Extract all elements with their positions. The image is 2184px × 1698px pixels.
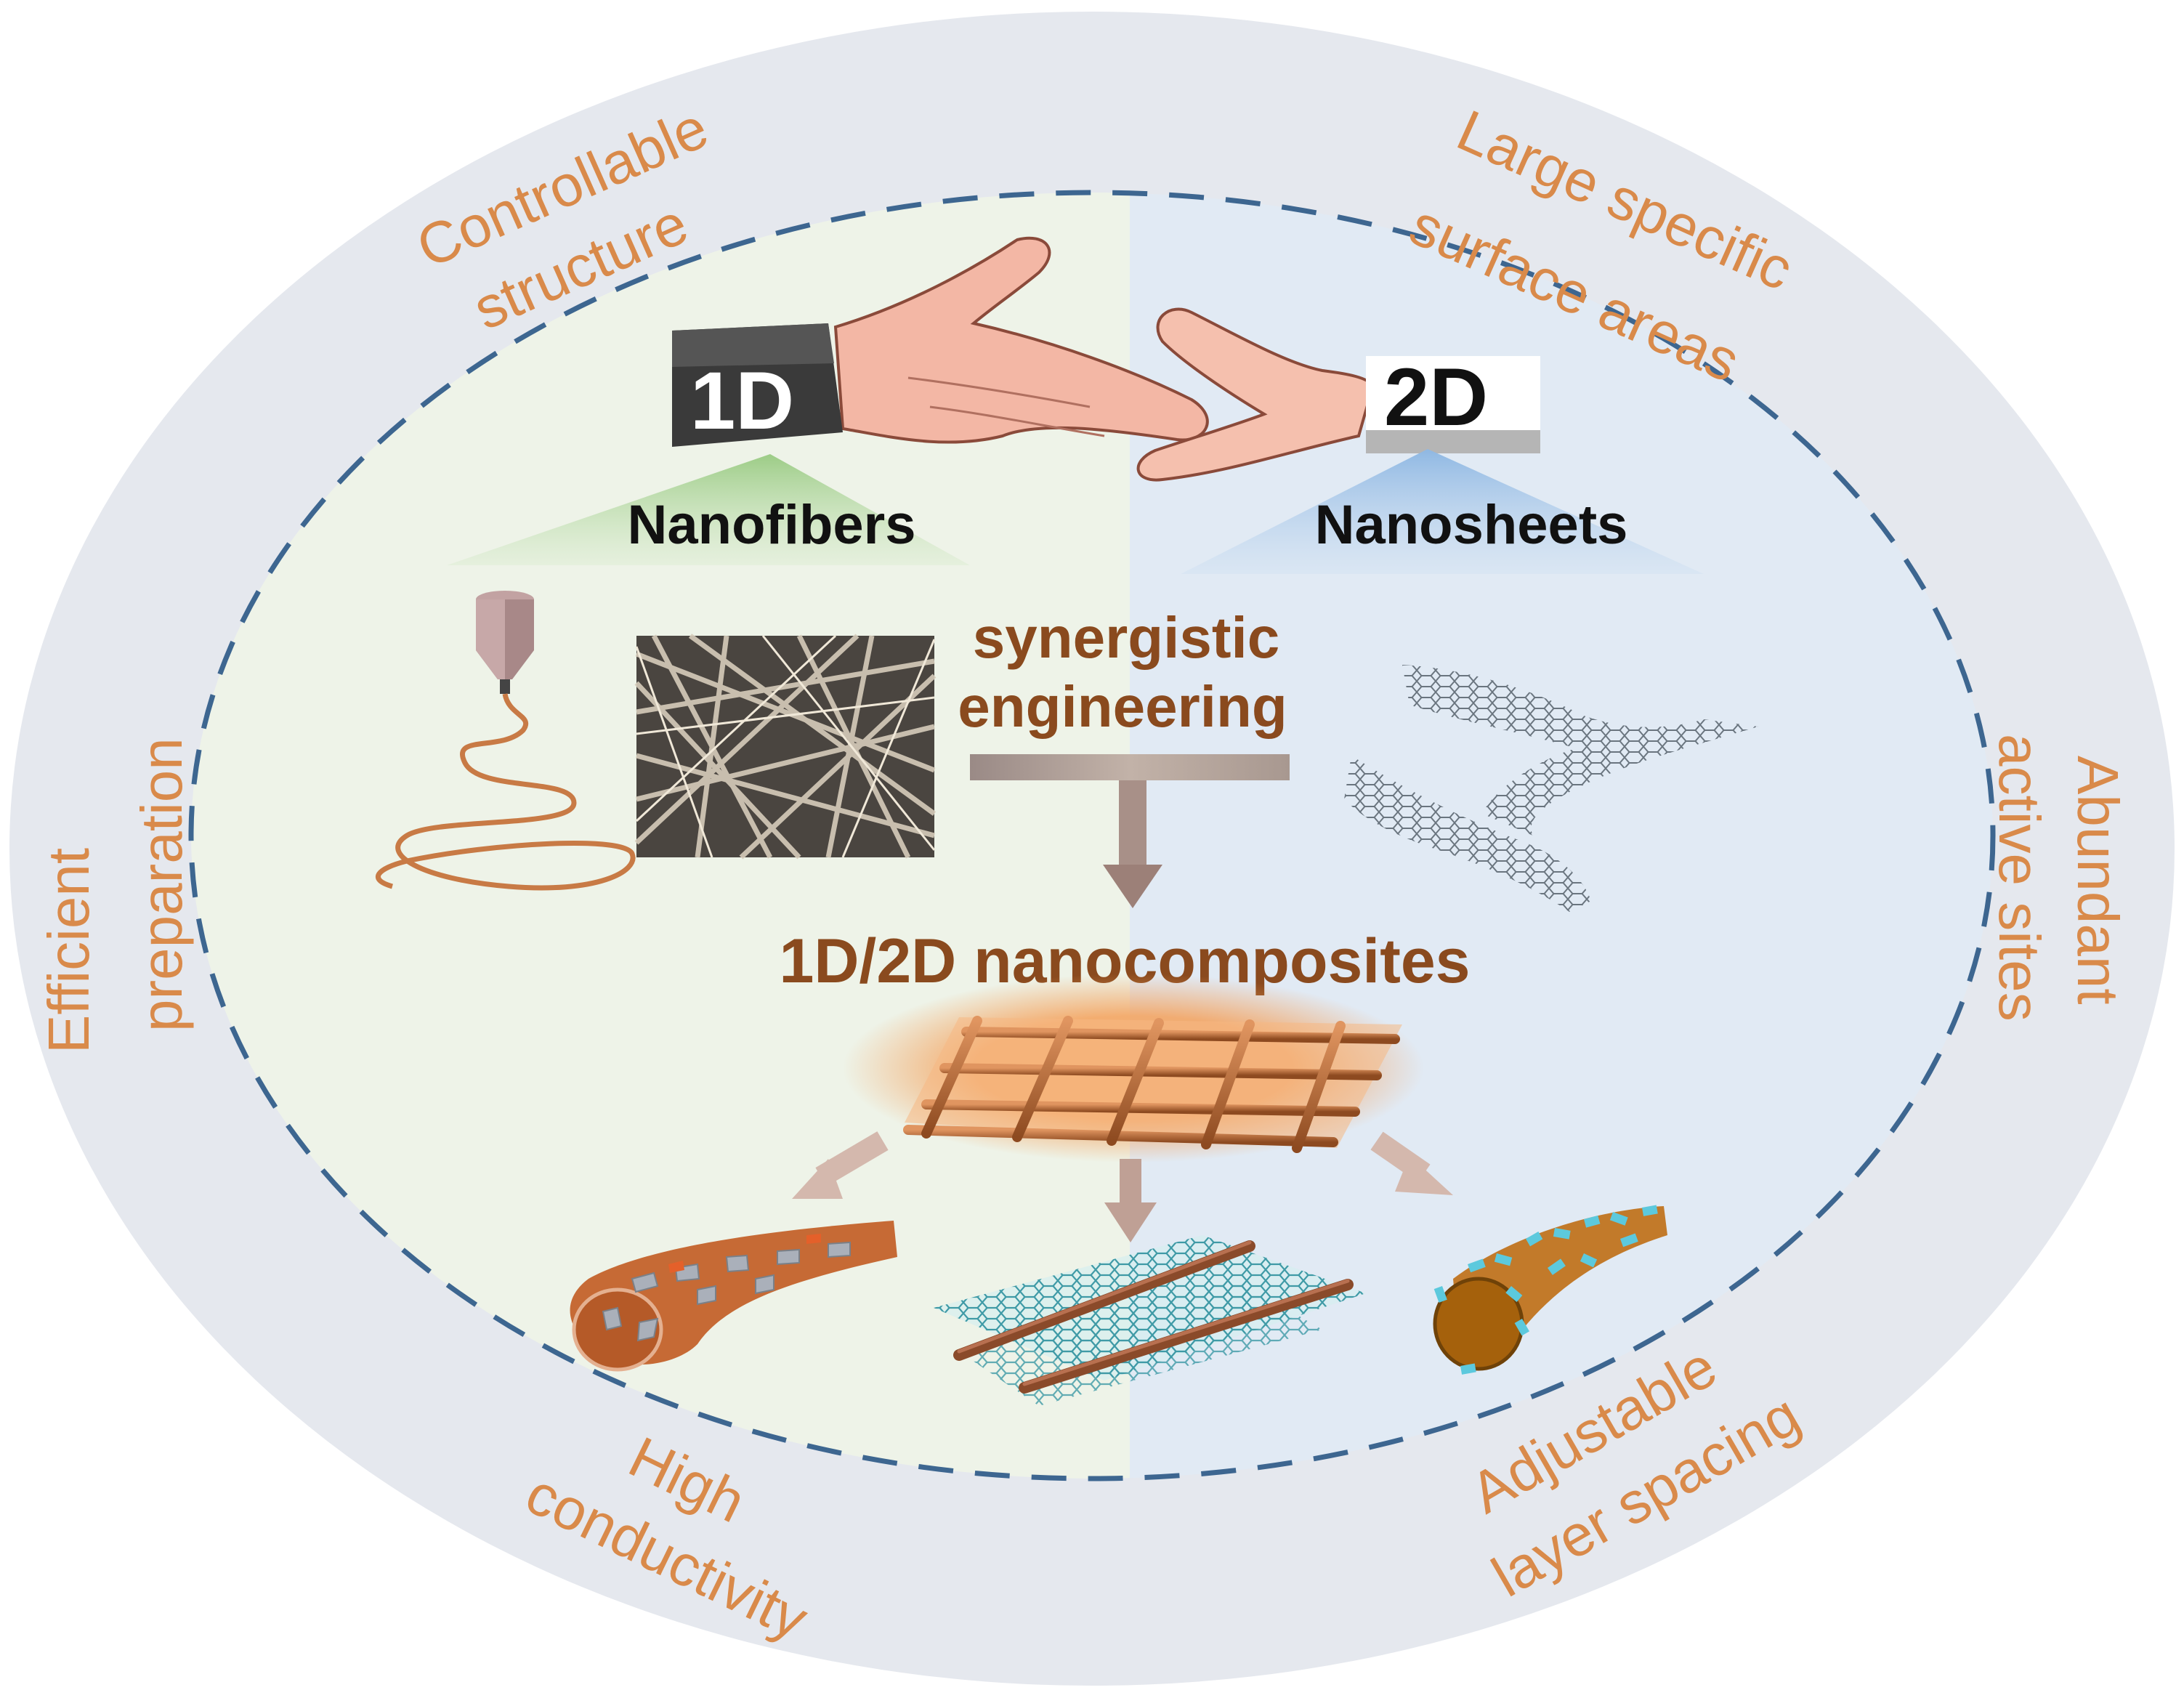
fiber-grid-icon xyxy=(843,974,1424,1163)
arrow-center xyxy=(1104,1159,1157,1242)
label-efficient-2: preparation xyxy=(129,737,194,1032)
label-abundant-1: Abundant xyxy=(2066,756,2130,1005)
label-efficient-1: Efficient xyxy=(36,848,101,1054)
coated-fiber-icon xyxy=(1433,1205,1667,1375)
nanofibers-triangle xyxy=(447,454,970,565)
graphene-sheet-icon xyxy=(1344,665,1758,912)
merge-arrow xyxy=(970,754,1290,908)
synergistic-label: synergistic xyxy=(973,605,1279,670)
nanosheets-label: Nanosheets xyxy=(1315,494,1628,556)
electrospinning-nozzle-icon xyxy=(376,591,636,891)
handshake-icon xyxy=(672,236,1540,482)
nanosheets-triangle xyxy=(1181,449,1704,574)
label-abundant-2: active sites xyxy=(1987,734,2052,1022)
nanofibers-label: Nanofibers xyxy=(628,494,916,556)
arrow-left xyxy=(792,1131,889,1199)
arrow-right xyxy=(1370,1131,1453,1195)
fibers-on-sheet-icon xyxy=(934,1235,1366,1406)
dashed-boundary xyxy=(188,190,1996,1481)
engineering-label: engineering xyxy=(958,674,1287,739)
embedded-fiber-icon xyxy=(570,1221,897,1372)
fiber-mat-icon xyxy=(634,634,937,860)
badge-2d: 2D xyxy=(1384,352,1488,442)
badge-1d: 1D xyxy=(690,355,794,446)
